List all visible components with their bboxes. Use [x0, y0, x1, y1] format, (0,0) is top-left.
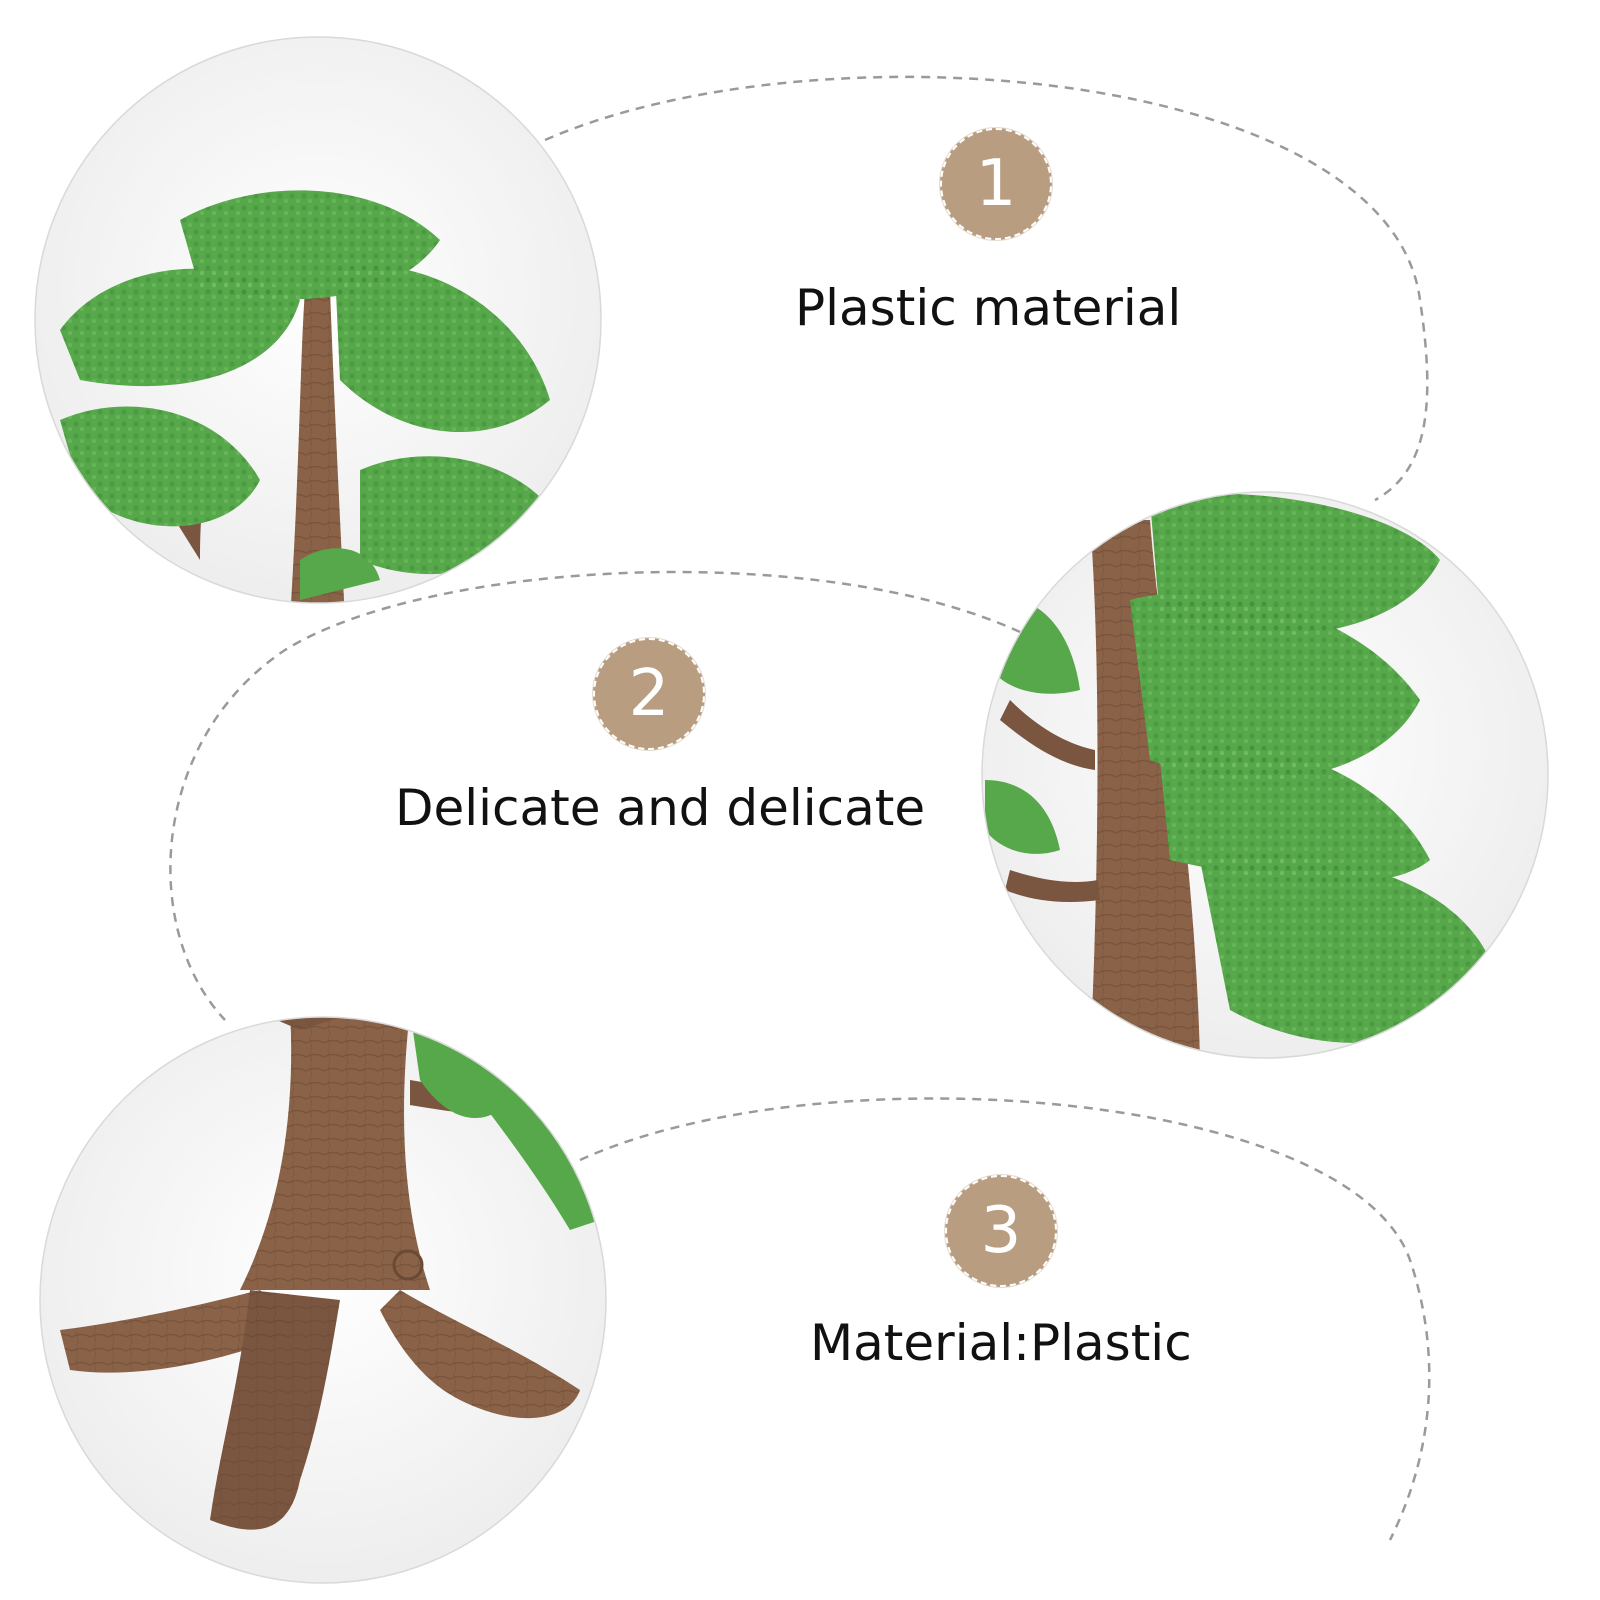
feature-label-3: Material:Plastic: [810, 1314, 1192, 1372]
photo-tree-base-roots: [40, 1017, 606, 1583]
step-badge-2: 2: [593, 638, 705, 750]
dashed-curve-2: [169, 570, 1021, 1021]
step-number-3: 3: [980, 1194, 1022, 1268]
step-number-2: 2: [628, 657, 670, 731]
photo-tree-canopy: [35, 37, 601, 603]
feature-label-2: Delicate and delicate: [395, 779, 926, 837]
step-badge-1: 1: [940, 128, 1052, 240]
dashed-curve-3: [579, 1097, 1431, 1541]
dashed-curve-1: [544, 75, 1429, 502]
step-number-1: 1: [975, 147, 1017, 221]
photo-tree-trunk-leaves: [982, 492, 1548, 1058]
step-badge-3: 3: [945, 1175, 1057, 1287]
feature-label-1: Plastic material: [795, 279, 1182, 337]
